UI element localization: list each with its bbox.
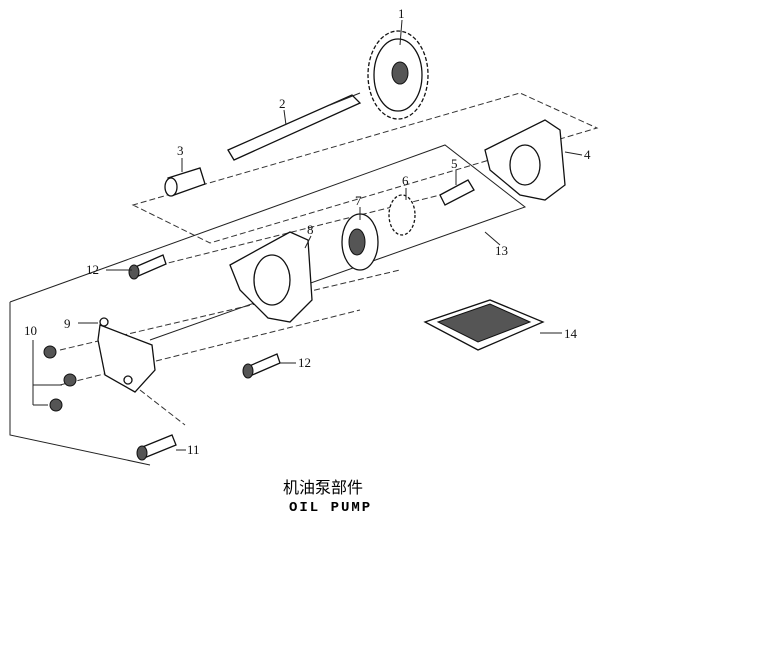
filter-screen-part-14 <box>423 299 545 351</box>
callout-1: 1 <box>398 6 405 21</box>
callout-2: 2 <box>279 96 286 111</box>
inner-rotor-part-6 <box>388 194 416 236</box>
axis-line <box>139 389 186 426</box>
callout-13: 13 <box>495 243 508 258</box>
leader-lines <box>78 19 583 451</box>
callout-12-upper: 12 <box>86 262 99 277</box>
callout-3: 3 <box>177 143 184 158</box>
lower-assembly-frame-left <box>9 302 151 466</box>
title-chinese: 机油泵部件 <box>283 478 363 497</box>
bushing-part-3 <box>164 167 206 197</box>
callout-12-lower: 12 <box>298 355 311 370</box>
gasket-part-4 <box>484 119 566 201</box>
bolt-part-12-upper <box>128 254 167 280</box>
callout-6: 6 <box>402 173 409 188</box>
title-english: OIL PUMP <box>289 500 372 516</box>
screws-part-10 <box>32 340 77 412</box>
callout-8: 8 <box>307 222 314 237</box>
bolt-part-12-lower <box>242 353 281 379</box>
pin-part-5 <box>439 179 475 206</box>
upper-assembly-frame <box>131 92 599 244</box>
callout-5: 5 <box>451 156 458 171</box>
callout-14: 14 <box>564 326 578 341</box>
callout-7: 7 <box>355 193 362 208</box>
callout-4: 4 <box>584 147 591 162</box>
cover-plate-part-9 <box>97 317 156 393</box>
shaft-part-2 <box>227 92 362 161</box>
callout-11: 11 <box>187 442 200 457</box>
axis-line <box>59 309 361 386</box>
bolt-part-11 <box>136 434 177 461</box>
outer-rotor-part-7 <box>341 213 379 271</box>
callout-10: 10 <box>24 323 37 338</box>
sprocket-part-1 <box>367 30 429 120</box>
pump-body-part-8 <box>229 231 313 323</box>
lower-assembly-frame <box>9 144 527 341</box>
callout-9: 9 <box>64 316 71 331</box>
